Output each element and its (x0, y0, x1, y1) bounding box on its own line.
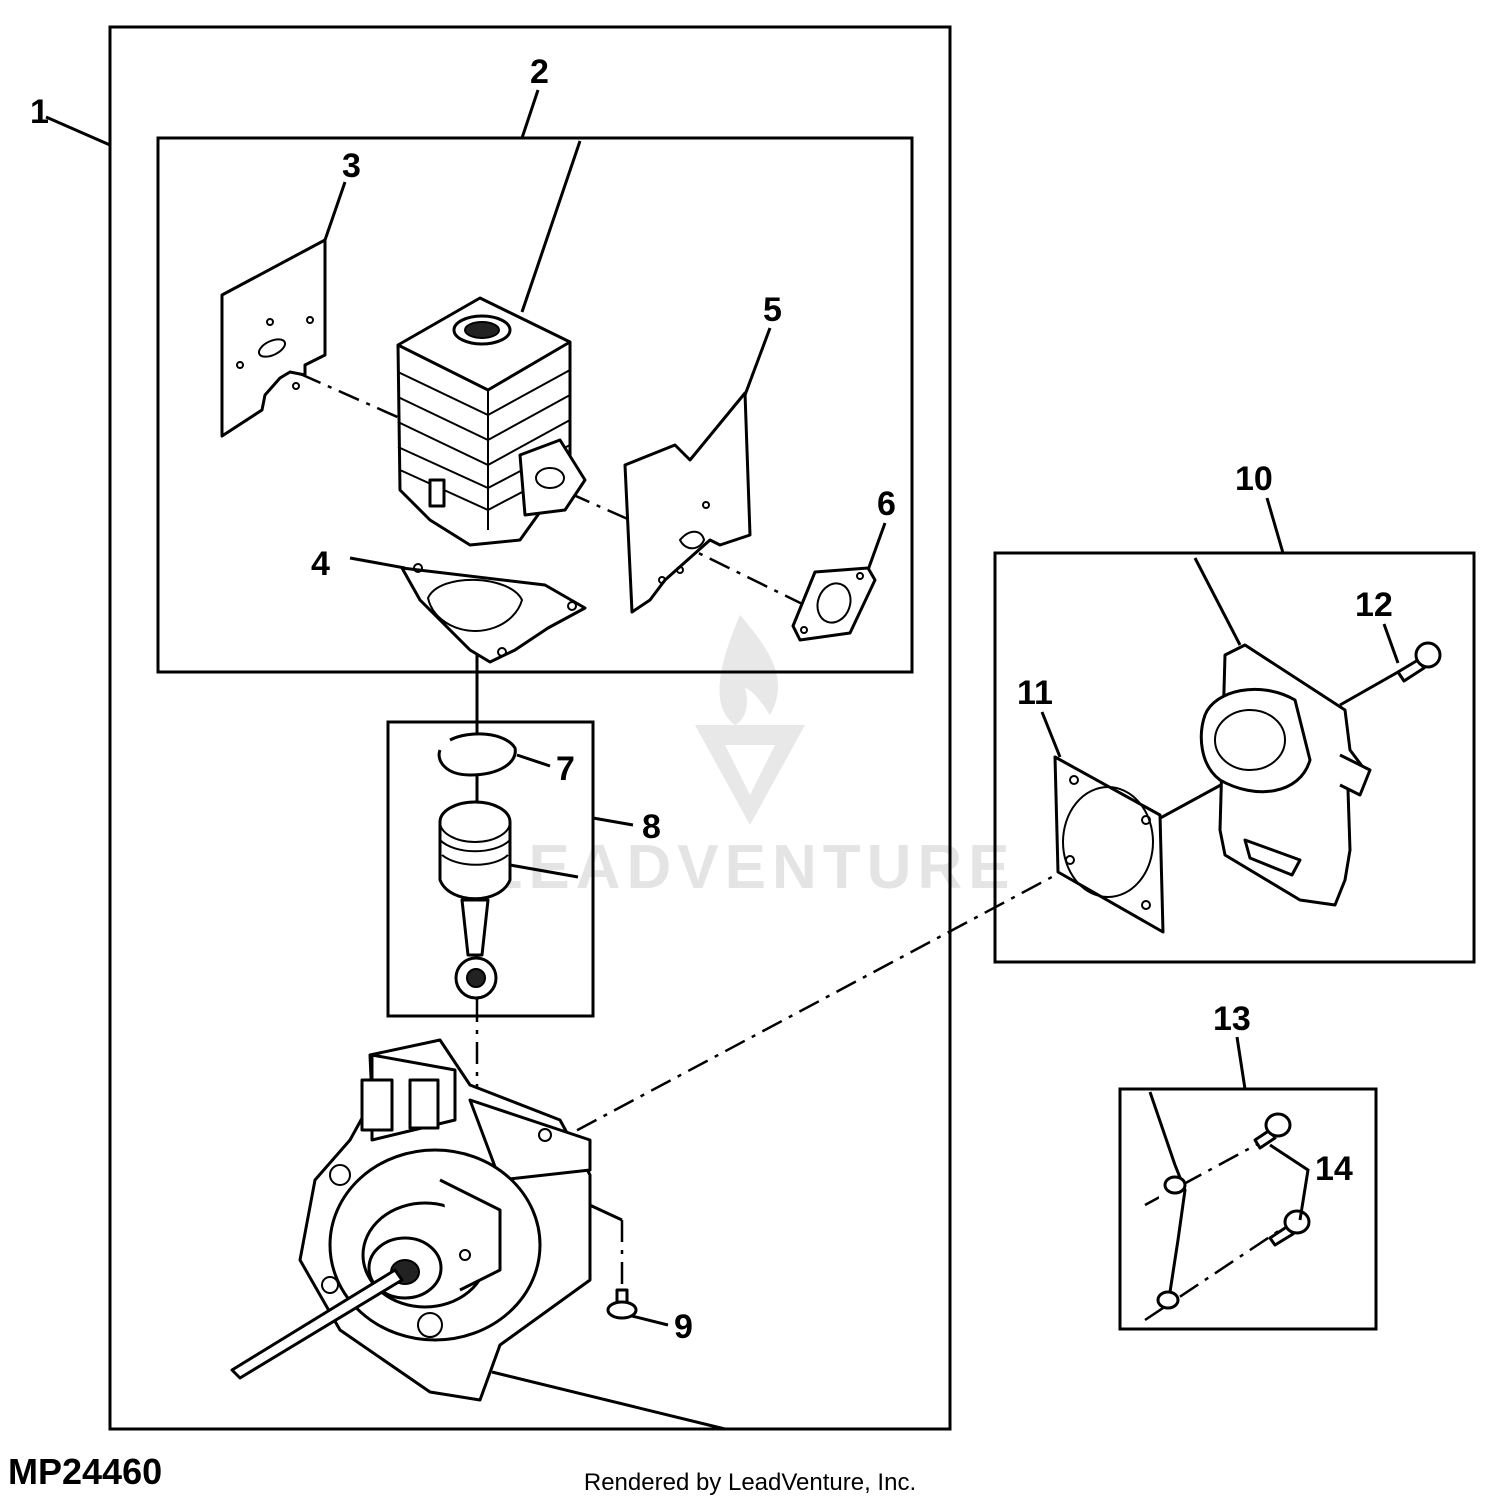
watermark-text: LEADVENTURE (484, 833, 1015, 902)
bracket-screws (1148, 1091, 1311, 1310)
callout-1: 1 (30, 93, 49, 131)
callout-9: 9 (674, 1308, 693, 1346)
heat-shield (220, 238, 327, 438)
callout-11: 11 (1017, 674, 1053, 712)
bracket-axis-dash-2 (1144, 1228, 1281, 1322)
callouts: 1 2 3 4 5 6 7 8 9 10 11 12 13 14 (30, 53, 1393, 1346)
bracket-kit-frame (1118, 1087, 1378, 1331)
muffler-gasket (623, 391, 752, 614)
callout-7: 7 (556, 750, 575, 788)
callout-5: 5 (763, 291, 782, 329)
exhaust-gasket (1053, 755, 1165, 934)
watermark-v-icon (695, 725, 805, 825)
callout-14: 14 (1315, 1150, 1353, 1188)
piston-ring (437, 732, 517, 777)
callout-3: 3 (342, 147, 361, 185)
callout-12: 12 (1355, 586, 1393, 624)
callout-8: 8 (642, 808, 661, 846)
cylinder-kit-frame (156, 136, 914, 674)
callout-6: 6 (877, 485, 896, 523)
intake-axis-dash (671, 538, 836, 622)
cylinder (396, 296, 587, 547)
piston-conrod (438, 800, 512, 1000)
callout-4: 4 (311, 545, 330, 583)
crankcase (230, 1038, 592, 1402)
crankcase-screw (606, 1288, 638, 1320)
muffler-screw (1396, 641, 1442, 683)
piston-kit-frame (386, 720, 595, 1018)
muffler-kit-frame (993, 551, 1476, 964)
callout-13: 13 (1213, 1000, 1251, 1038)
muffler (1199, 643, 1372, 907)
assembly-frame (108, 25, 952, 1431)
leader-lines (45, 89, 1400, 1431)
callout-2: 2 (530, 53, 549, 91)
watermark-flame-icon (719, 615, 779, 725)
exhaust-axis-dash (539, 868, 1066, 1152)
callout-10: 10 (1235, 460, 1273, 498)
render-credit: Rendered by LeadVenture, Inc. (584, 1469, 916, 1496)
muffler-screw-axis (1339, 670, 1399, 707)
figure-id: MP24460 (8, 1451, 162, 1492)
cylinder-gasket (400, 563, 587, 664)
intake-gasket (791, 566, 877, 642)
watermark: LEADVENTURE (484, 615, 1015, 902)
